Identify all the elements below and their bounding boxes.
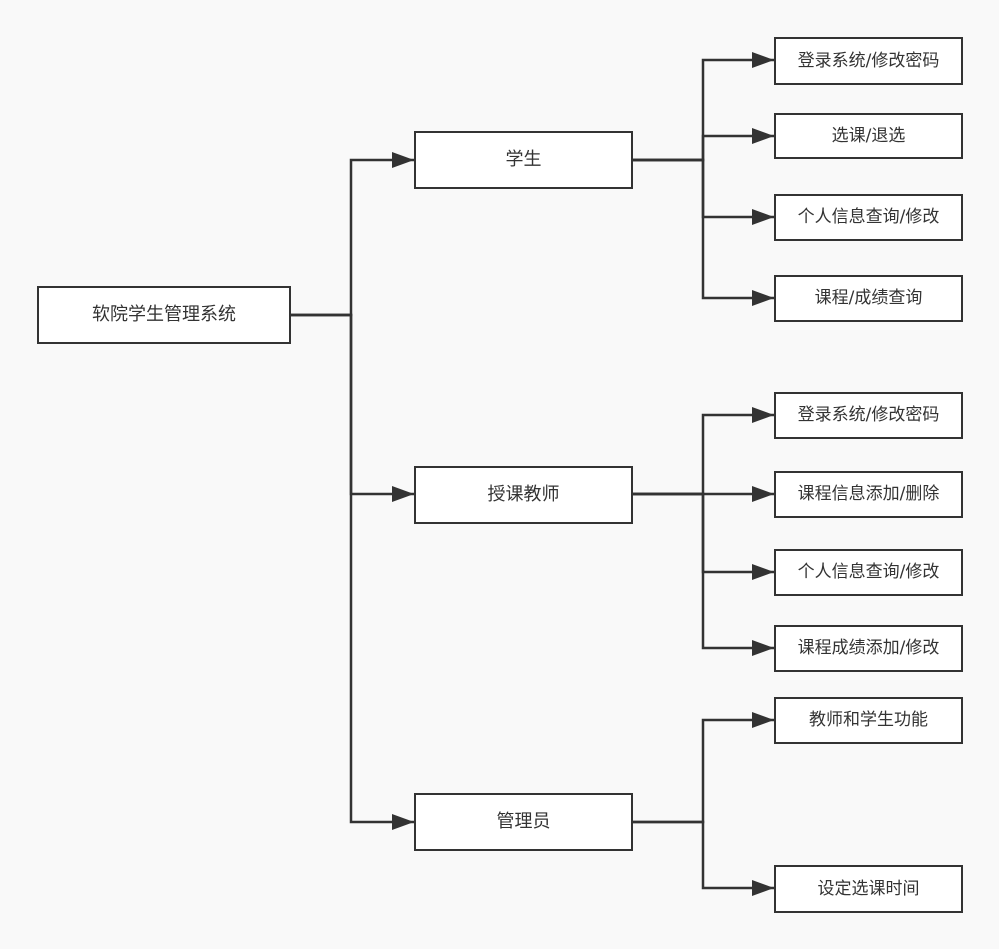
connector-student-to-func-4 bbox=[632, 158, 774, 306]
role-node-label: 授课教师 bbox=[487, 484, 560, 505]
function-node-label: 登录系统/修改密码 bbox=[797, 50, 940, 71]
role-node-student[interactable]: 学生 bbox=[414, 131, 633, 189]
function-node-label: 登录系统/修改密码 bbox=[797, 405, 940, 425]
function-node-label: 设定选课时间 bbox=[817, 878, 920, 899]
function-node-admin-1[interactable]: 教师和学生功能 bbox=[774, 697, 963, 744]
function-node-teacher-4[interactable]: 课程成绩添加/修改 bbox=[774, 625, 963, 672]
connector-admin-to-func-2 bbox=[632, 820, 774, 896]
role-node-label: 管理员 bbox=[496, 811, 551, 832]
function-node-label: 教师和学生功能 bbox=[809, 710, 928, 730]
function-node-student-1[interactable]: 登录系统/修改密码 bbox=[774, 37, 963, 85]
connector-teacher-to-func-1 bbox=[632, 407, 774, 496]
function-node-student-4[interactable]: 课程/成绩查询 bbox=[774, 275, 963, 322]
connector-teacher-to-func-4 bbox=[632, 492, 774, 656]
function-node-teacher-3[interactable]: 个人信息查询/修改 bbox=[774, 549, 963, 596]
function-node-admin-2[interactable]: 设定选课时间 bbox=[774, 865, 963, 913]
function-node-label: 个人信息查询/修改 bbox=[797, 562, 940, 582]
function-node-teacher-1[interactable]: 登录系统/修改密码 bbox=[774, 392, 963, 439]
root-node-label: 软院学生管理系统 bbox=[92, 304, 236, 325]
function-node-label: 课程成绩添加/修改 bbox=[797, 638, 940, 658]
function-node-label: 选课/退选 bbox=[831, 125, 906, 146]
connector-student-to-func-2 bbox=[632, 128, 774, 162]
function-node-label: 个人信息查询/修改 bbox=[797, 207, 940, 227]
role-node-label: 学生 bbox=[505, 149, 542, 170]
function-node-student-3[interactable]: 个人信息查询/修改 bbox=[774, 194, 963, 241]
function-node-label: 课程信息添加/删除 bbox=[797, 484, 940, 504]
function-node-student-2[interactable]: 选课/退选 bbox=[774, 113, 963, 159]
connector-root-to-student bbox=[290, 152, 414, 317]
function-node-label: 课程/成绩查询 bbox=[814, 288, 923, 308]
connector-root-to-admin bbox=[290, 313, 414, 830]
root-node[interactable]: 软院学生管理系统 bbox=[37, 286, 291, 344]
role-node-admin[interactable]: 管理员 bbox=[414, 793, 633, 851]
connector-admin-to-func-1 bbox=[632, 712, 774, 824]
function-node-teacher-2[interactable]: 课程信息添加/删除 bbox=[774, 471, 963, 518]
role-node-teacher[interactable]: 授课教师 bbox=[414, 466, 633, 524]
